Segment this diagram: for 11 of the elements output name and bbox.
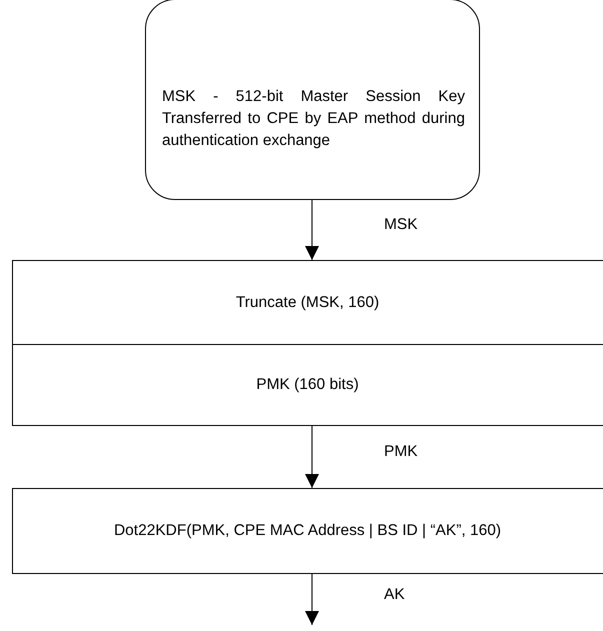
arrow xyxy=(305,574,319,626)
box-text: PMK (160 bits) xyxy=(256,376,359,394)
process-box xyxy=(12,344,603,426)
box-text: Dot22KDF(PMK, CPE MAC Address | BS ID | “AK”, 160) xyxy=(114,522,502,540)
box-text: Truncate (MSK, 160) xyxy=(236,294,380,312)
arrow xyxy=(305,426,319,488)
box-text: MSK - 512-bit Master Session Key Transferred to CPE by EAP method during authentication exchange xyxy=(162,87,465,151)
process-box xyxy=(12,488,603,574)
arrow xyxy=(305,200,319,260)
rounded-box xyxy=(145,0,480,200)
process-box xyxy=(12,260,603,345)
